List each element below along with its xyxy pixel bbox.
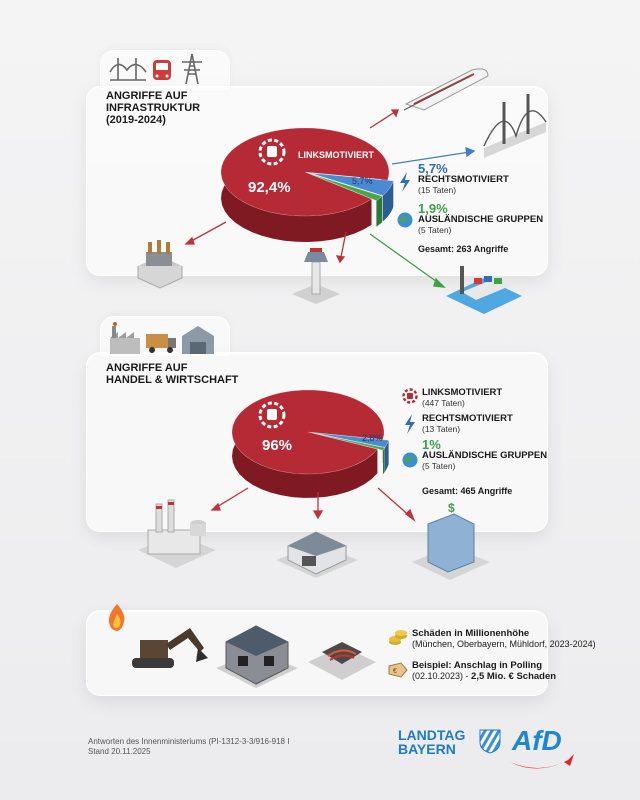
- train-icon: [153, 60, 171, 80]
- commerce-fist-gear-legend-icon: [402, 388, 418, 404]
- source-date: Stand 20.11.2025: [88, 747, 151, 756]
- source-note: Antworten des Innenministeriums (PI-1312…: [88, 737, 289, 757]
- factory-icon: [110, 322, 140, 354]
- pie-slice: [220, 127, 390, 217]
- legend-pct: 1%: [422, 437, 441, 452]
- pie-slice-side: [385, 440, 389, 472]
- infrastructure-title: ANGRIFFE AUF INFRASTRUKTUR (2019-2024): [106, 90, 200, 126]
- warehouse-illustration: [276, 531, 358, 578]
- afd-swoosh-icon: [510, 754, 574, 769]
- bridge-icon: [109, 58, 147, 81]
- infra-fist-gear-icon: [258, 138, 286, 166]
- pie-slice: [309, 173, 383, 201]
- legend-label: AUSLÄNDISCHE GRUPPEN: [422, 450, 548, 461]
- svg-text:€: €: [393, 668, 397, 675]
- infrastructure-title-line: (2019-2024): [106, 114, 166, 126]
- pie-slice: [313, 432, 390, 448]
- bavarian-shield-icon: [479, 729, 501, 754]
- legend-label: LINKSMOTIVIERT: [422, 387, 503, 398]
- legend-sub: (447 Taten): [422, 398, 465, 408]
- office-building-illustration: $: [412, 501, 490, 580]
- cable-shaft-illustration: [308, 642, 376, 680]
- commerce-legend-foreign: 1% AUSLÄNDISCHE GRUPPEN (5 Taten): [422, 437, 548, 471]
- pie-slice-side: [376, 196, 383, 227]
- legend-sub: (13 Taten): [422, 424, 461, 434]
- source-line: Antworten des Innenministeriums (PI-1312…: [88, 737, 290, 746]
- warehouse-icon: [182, 326, 214, 354]
- damage-summary-title: Schäden in Millionenhöhe: [412, 628, 530, 639]
- infra-globe-icon: [397, 212, 413, 228]
- commerce-title-line: HANDEL & WIRTSCHAFT: [106, 374, 239, 386]
- burned-building-illustration: [216, 625, 298, 688]
- infra-pie-main-pct: 92,4%: [248, 179, 291, 196]
- factory-illustration: [138, 499, 216, 568]
- damage-example: Beispiel: Anschlag in Polling (02.10.202…: [412, 660, 556, 682]
- infrastructure-title-line: INFRASTRUKTUR: [106, 102, 201, 114]
- infra-pie-main-label: LINKSMOTIVIERT: [298, 150, 375, 160]
- legend-label: RECHTSMOTIVIERT: [418, 174, 509, 185]
- damage-summary-sub: (München, Oberbayern, Mühldorf, 2023-202…: [412, 639, 596, 649]
- commerce-legend-left: LINKSMOTIVIERT (447 Taten): [422, 387, 503, 409]
- fire-icon: [108, 604, 125, 631]
- transformer-station-illustration: [137, 240, 183, 289]
- infra-lightning-icon: [400, 172, 410, 192]
- pie-slice: [231, 389, 385, 475]
- infra-total: Gesamt: 263 Angriffe: [418, 244, 509, 254]
- control-tower-illustration: [292, 248, 340, 304]
- price-tag-icon: €: [388, 662, 408, 678]
- legend-sub: (15 Taten): [418, 185, 457, 195]
- commerce-globe-icon: [402, 452, 418, 468]
- logo-line: BAYERN: [398, 741, 456, 757]
- commerce-total: Gesamt: 465 Angriffe: [422, 486, 513, 496]
- legend-sub: (5 Taten): [418, 225, 452, 235]
- delivery-truck-icon: [146, 334, 176, 353]
- damage-example-amount: 2,5 Mio. € Schaden: [471, 671, 557, 682]
- afd-logo-text: AfD: [512, 725, 562, 756]
- pie-slice: [313, 432, 386, 451]
- legend-pct: 1,9%: [418, 201, 448, 216]
- infra-legend-right: 5,7% RECHTSMOTIVIERT (15 Taten): [418, 161, 509, 195]
- pie-slice: [310, 172, 394, 196]
- infrastructure-title-line: ANGRIFFE AUF: [106, 90, 188, 102]
- infra-pie-slice-label: 5,7%: [352, 176, 373, 186]
- legend-label: RECHTSMOTIVIERT: [422, 413, 513, 424]
- commerce-header-icons: [110, 322, 214, 354]
- commerce-legend-right: RECHTSMOTIVIERT (13 Taten): [422, 413, 513, 435]
- svg-text:$: $: [448, 501, 455, 515]
- commerce-pie-main-pct: 96%: [262, 437, 292, 454]
- coins-icon: [389, 630, 407, 645]
- commerce-pie-slice-label: 2,8%: [362, 433, 383, 443]
- pie-slice-side: [383, 447, 385, 475]
- commerce-fist-gear-icon: [258, 401, 286, 429]
- legend-sub: (5 Taten): [422, 461, 456, 471]
- logo-line: LANDTAG: [398, 727, 466, 743]
- commerce-lightning-icon: [405, 414, 415, 434]
- infrastructure-header-icons: [109, 53, 202, 85]
- container-ship-illustration: [446, 266, 522, 314]
- infra-legend-foreign: 1,9% AUSLÄNDISCHE GRUPPEN (5 Taten): [418, 201, 544, 235]
- pie-slice-side: [382, 180, 394, 222]
- burned-excavator-illustration: [132, 628, 208, 668]
- damage-example-title: Beispiel: Anschlag in Polling: [412, 660, 543, 671]
- legend-label: AUSLÄNDISCHE GRUPPEN: [418, 214, 544, 225]
- damage-example-date: (02.10.2023) -: [412, 671, 472, 681]
- legend-pct: 5,7%: [418, 161, 448, 176]
- landtag-bayern-logo-text: LANDTAG BAYERN: [398, 728, 465, 756]
- commerce-title-line: ANGRIFFE AUF: [106, 362, 188, 374]
- commerce-title: ANGRIFFE AUF HANDEL & WIRTSCHAFT: [106, 362, 238, 386]
- damage-summary: Schäden in Millionenhöhe (München, Oberb…: [412, 628, 596, 650]
- suspension-bridge-illustration: [483, 94, 547, 158]
- power-pylon-icon: [182, 53, 202, 85]
- high-speed-train-illustration: [403, 68, 489, 111]
